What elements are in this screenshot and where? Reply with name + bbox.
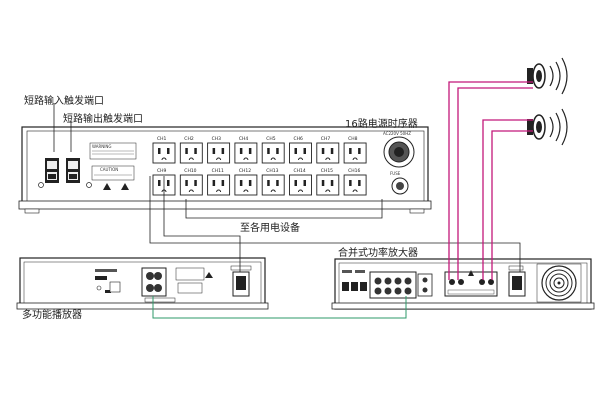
- ground-icon: [38, 182, 92, 188]
- fuse-label: FUSE: [390, 171, 401, 176]
- channel-label: CH5: [266, 136, 276, 142]
- short-input-port: [45, 158, 59, 183]
- fuse-holder: FUSE: [390, 171, 409, 195]
- outlet-socket: [179, 174, 203, 196]
- channel-label: CH14: [294, 168, 306, 174]
- outlet-socket: [234, 142, 258, 164]
- player-unit: [16, 257, 269, 310]
- hazard-icon: [103, 183, 129, 190]
- outlet-socket: [179, 142, 203, 164]
- channel-label: CH2: [184, 136, 194, 142]
- outlet-socket: [207, 142, 231, 164]
- sequencer-label: 16路电源时序器: [345, 117, 418, 130]
- speaker-wire: [448, 81, 533, 280]
- power-cable: [149, 176, 521, 272]
- caution-text: CAUTION: [100, 167, 118, 172]
- outlet-socket: [234, 174, 258, 196]
- channel-label: CH9: [157, 168, 167, 174]
- equipment-bracket: [185, 199, 383, 219]
- label-leader-lines: [53, 103, 72, 152]
- outlet-socket: [316, 174, 340, 196]
- ac-input-label: AC220V 50HZ: [383, 131, 411, 136]
- power-inlet: AC220V 50HZ: [383, 131, 415, 168]
- outlet-socket: [343, 142, 367, 164]
- caution-label: CAUTION: [91, 165, 135, 181]
- channel-label: CH13: [266, 168, 278, 174]
- sequencer-unit: [18, 126, 432, 214]
- channel-label: CH16: [348, 168, 360, 174]
- channel-label: CH11: [212, 168, 224, 174]
- outlet-socket: [343, 174, 367, 196]
- outlet-socket: [207, 174, 231, 196]
- outlet-socket: [289, 142, 312, 164]
- outlet-row-top: CH1 CH2 CH3 CH4 CH5 CH6 CH7 CH8: [152, 136, 367, 164]
- outlet-socket: [261, 142, 285, 164]
- channel-label: CH8: [348, 136, 358, 142]
- speaker-icon: [527, 108, 568, 146]
- warning-label: WARNING: [89, 142, 137, 160]
- channel-label: CH7: [321, 136, 331, 142]
- warning-text: WARNING: [92, 144, 112, 149]
- channel-label: CH12: [239, 168, 251, 174]
- outlet-socket: [316, 142, 340, 164]
- channel-label: CH10: [184, 168, 196, 174]
- outlet-socket: [289, 174, 312, 196]
- short-input-label: 短路输入触发端口: [24, 94, 104, 107]
- signal-wire: [152, 296, 407, 319]
- channel-label: CH1: [157, 136, 167, 142]
- amplifier-label: 合并式功率放大器: [338, 246, 418, 259]
- channel-label: CH3: [212, 136, 222, 142]
- amplifier-unit: [331, 258, 595, 310]
- outlet-socket: [261, 174, 285, 196]
- channel-label: CH6: [294, 136, 304, 142]
- short-output-port: [66, 158, 80, 183]
- player-label: 多功能播放器: [22, 308, 82, 321]
- channel-label: CH15: [321, 168, 333, 174]
- outlet-socket: [152, 142, 176, 164]
- speaker-icon: [527, 57, 568, 95]
- short-output-label: 短路输出触发端口: [63, 112, 143, 125]
- equipment-label: 至各用电设备: [240, 221, 300, 234]
- channel-label: CH4: [239, 136, 249, 142]
